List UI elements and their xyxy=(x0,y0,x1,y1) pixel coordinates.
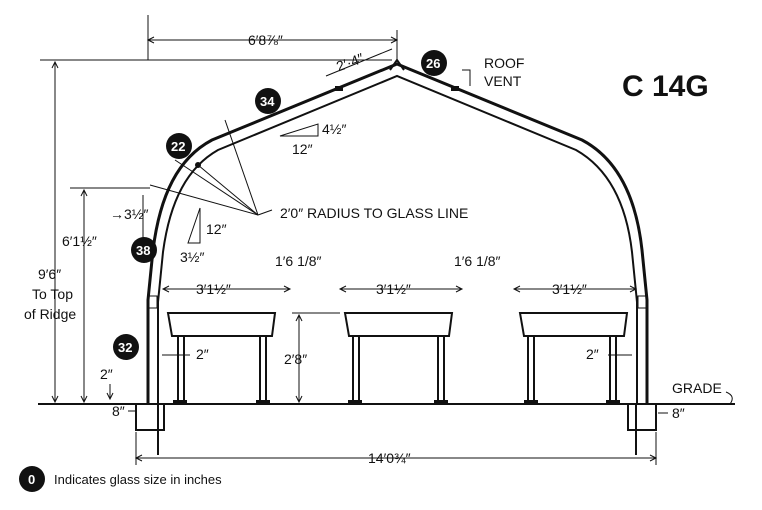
dim-bench-height: 2′8″ xyxy=(284,351,307,367)
glass-badge-34: 34 xyxy=(255,88,281,114)
dim-total-height: 9′6″ xyxy=(38,266,61,282)
glass-badge-22: 22 xyxy=(166,133,192,159)
ridge-label-2: of Ridge xyxy=(24,306,76,322)
legend-text: Indicates glass size in inches xyxy=(54,472,222,487)
dim-wall-gap-left: 2″ xyxy=(196,346,209,362)
legend: 0 Indicates glass size in inches xyxy=(19,466,222,492)
glass-badge-38: 38 xyxy=(131,237,157,263)
radius-construction xyxy=(149,119,273,216)
bench-left xyxy=(166,312,277,404)
ridge-label-1: To Top xyxy=(32,286,73,302)
glass-badge-26: 26 xyxy=(421,50,447,76)
bench-right xyxy=(518,312,629,404)
dim-pitch-rise: 4½″ xyxy=(322,121,346,137)
svg-text:34: 34 xyxy=(260,94,275,109)
svg-text:38: 38 xyxy=(136,243,150,258)
dim-sill-height: 2″ xyxy=(100,366,113,382)
dim-footing-left: 8″ xyxy=(112,403,125,419)
frame-outer xyxy=(146,62,649,404)
legend-badge-label: 0 xyxy=(28,472,35,487)
pitch-triangle xyxy=(279,123,319,137)
footing-left xyxy=(135,403,165,431)
glass-badge-32: 32 xyxy=(113,334,139,360)
slope-triangle xyxy=(187,207,201,244)
dim-wall-gap-right: 2″ xyxy=(586,346,599,362)
dim-bench-left: 3′1½″ xyxy=(196,281,231,297)
grade-arrow xyxy=(725,391,733,405)
dim-eave-height: 6′1½″ xyxy=(62,233,97,249)
dim-bench-center: 3′1½″ xyxy=(376,281,411,297)
footing-right xyxy=(627,403,657,431)
eave-block-left xyxy=(148,295,158,309)
dim-footing-right: 8″ xyxy=(672,405,685,421)
roof-vent-label-1: ROOF xyxy=(484,55,524,71)
roof-vent-label-2: VENT xyxy=(484,73,522,89)
dim-aisle-right: 1′6 1/8″ xyxy=(454,253,501,269)
dim-slope-rise: 3½″ xyxy=(180,249,204,265)
radius-label: 2′0″ RADIUS TO GLASS LINE xyxy=(280,205,468,221)
frame-inner xyxy=(157,74,638,404)
legend-badge xyxy=(19,466,45,492)
dim-half-width: 6′8⅞″ xyxy=(248,32,283,48)
vent-hinge-left xyxy=(335,86,343,91)
svg-text:32: 32 xyxy=(118,340,132,355)
dim-vent-width: 2′·4″ xyxy=(334,50,366,75)
dim-line-vent xyxy=(325,48,393,77)
bench-center xyxy=(343,312,454,404)
greenhouse-frame xyxy=(135,58,657,455)
dim-bench-right: 3′1½″ xyxy=(552,281,587,297)
svg-text:26: 26 xyxy=(426,56,440,71)
eave-block-right xyxy=(637,295,647,309)
dim-pitch-run: 12″ xyxy=(292,141,313,157)
model-title: C 14G xyxy=(622,70,709,103)
dim-aisle-left: 1′6 1/8″ xyxy=(275,253,322,269)
grade-label: GRADE xyxy=(672,380,722,396)
dim-overall-width: 14′0¾″ xyxy=(368,450,411,466)
vent-hinge-right xyxy=(451,86,459,91)
svg-text:22: 22 xyxy=(171,139,185,154)
dim-slope-run: 12″ xyxy=(206,221,227,237)
dim-offset: →3½″ xyxy=(110,206,148,222)
